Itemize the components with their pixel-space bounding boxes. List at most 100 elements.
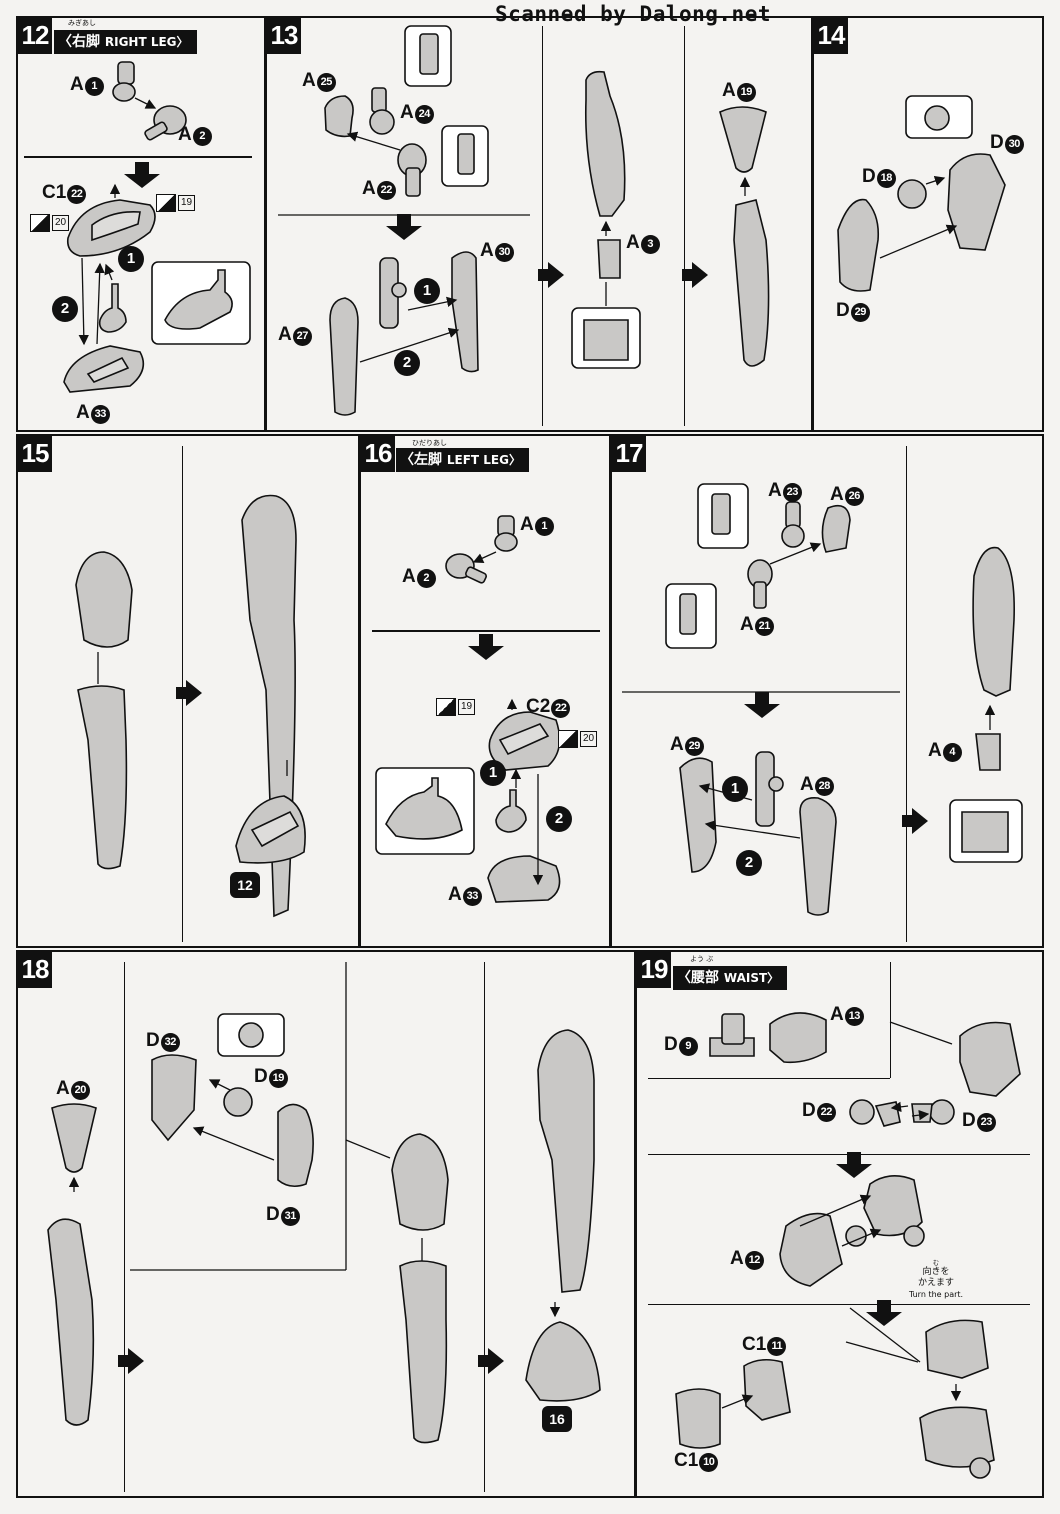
order-badge: 1: [414, 278, 440, 304]
step-reference-badge: 12: [230, 872, 260, 898]
title-jp: 〈腰部: [677, 970, 719, 986]
gate-cut-marker: 20: [30, 214, 70, 232]
step12-art: [63, 61, 251, 393]
frame-step14: [812, 16, 1044, 432]
title-en: RIGHT LEG〉: [104, 35, 189, 49]
right-arrow: [176, 680, 202, 706]
turn-jp-line1: 向きを: [922, 1267, 950, 1277]
connector-lines: [130, 962, 953, 1363]
title-jp: 〈左脚: [400, 452, 442, 468]
watermark: Scanned by Dalong.net: [494, 2, 771, 26]
turn-en: Turn the part.: [908, 1290, 964, 1299]
right-arrow: [118, 1348, 144, 1374]
frame-step19: [635, 950, 1044, 1498]
step-number: 16: [361, 436, 395, 472]
divider: [542, 26, 543, 426]
title-en: WAIST〉: [723, 971, 780, 985]
title-jp: 〈右脚: [58, 34, 100, 50]
order-badge: 2: [394, 350, 420, 376]
divider: [124, 962, 125, 1492]
divider: [648, 1304, 1030, 1305]
frame-step16: [359, 434, 611, 948]
step-number: 18: [18, 952, 52, 988]
right-arrow: [478, 1348, 504, 1374]
step-number: 19: [637, 952, 671, 988]
divider: [372, 630, 600, 632]
section-title-right-leg: 〈右脚 RIGHT LEG〉: [54, 30, 197, 54]
step13-art: [278, 25, 530, 416]
divider: [648, 1154, 1030, 1155]
ruby-text: ひだりあし: [412, 439, 447, 447]
divider: [24, 156, 252, 158]
step-reference-badge: 16: [542, 1406, 572, 1432]
down-arrow: [744, 692, 780, 718]
turn-ruby: む: [932, 1260, 939, 1267]
right-arrow: [902, 808, 928, 834]
divider: [684, 26, 685, 426]
divider: [484, 962, 485, 1492]
order-badge: 1: [480, 760, 506, 786]
frame-step17: [610, 434, 1044, 948]
ruby-text: みぎあし: [68, 19, 96, 27]
order-badge: 2: [546, 806, 572, 832]
gate-cut-marker: 20: [558, 730, 598, 748]
order-badge: 2: [52, 296, 78, 322]
step17-art: [622, 483, 1023, 916]
step-number: 13: [267, 18, 301, 54]
right-arrow: [538, 262, 564, 288]
down-arrow: [836, 1152, 872, 1178]
step-number: 17: [612, 436, 646, 472]
step14-art: [837, 95, 1006, 292]
turn-the-part-note: む 向きを かえます Turn the part.: [900, 1260, 972, 1300]
order-badge: 1: [722, 776, 748, 802]
step15-art: [75, 494, 306, 918]
step19-art: [675, 1012, 1021, 1479]
title-en: LEFT LEG〉: [446, 453, 521, 467]
order-badge: 2: [736, 850, 762, 876]
section-title-left-leg: 〈左脚 LEFT LEG〉: [396, 448, 529, 472]
section-title-waist: 〈腰部 WAIST〉: [673, 966, 788, 990]
order-badge: 1: [118, 246, 144, 272]
ruby-text: よう ぶ: [690, 955, 714, 963]
step-number: 15: [18, 436, 52, 472]
step-number: 12: [18, 18, 52, 54]
step-number: 14: [814, 18, 848, 54]
frame-step13: [265, 16, 813, 432]
step18-art: [47, 1013, 601, 1444]
turn-jp-line2: かえます: [917, 1278, 954, 1288]
gate-cut-marker: 19: [156, 194, 196, 212]
down-arrow: [468, 634, 504, 660]
divider: [648, 1078, 890, 1079]
step13b-art: [571, 70, 770, 369]
